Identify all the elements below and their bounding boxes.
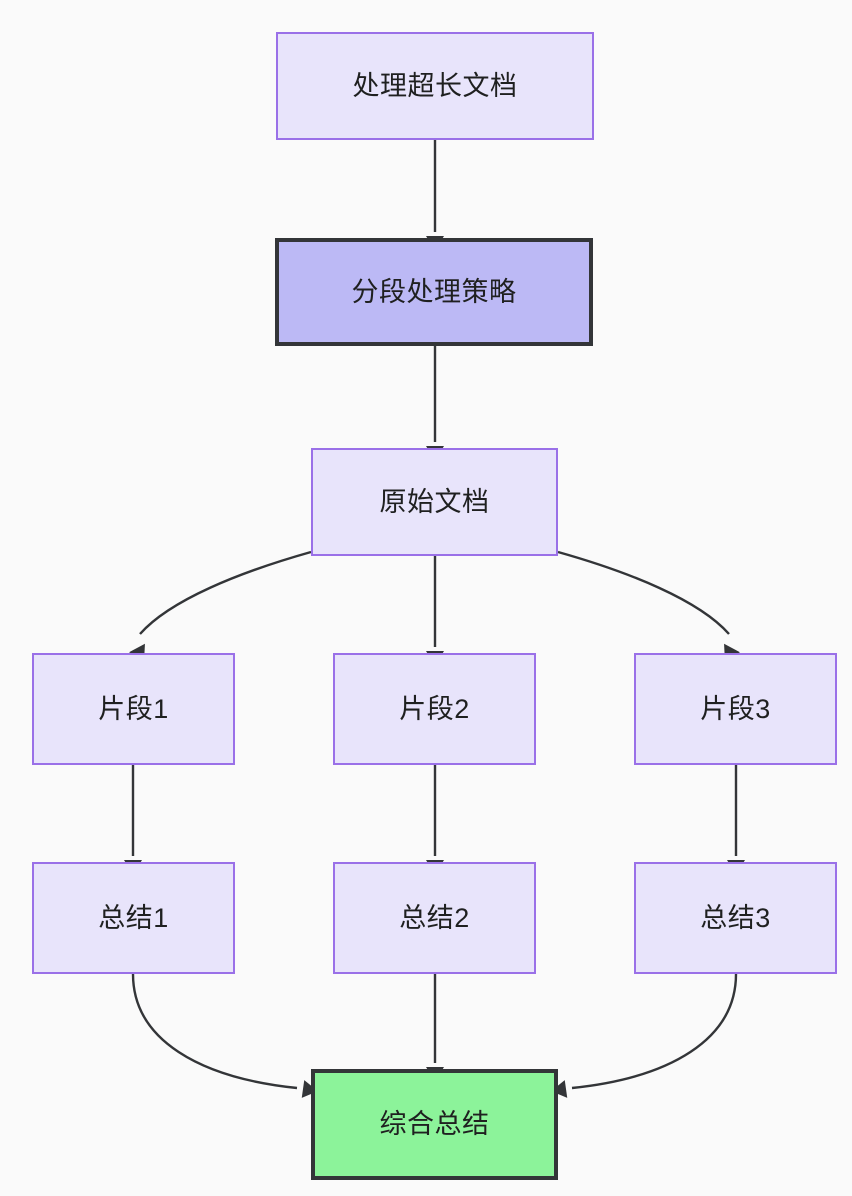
edge-sum3-to-final [571, 973, 738, 1090]
node-label-sum1: 总结1 [98, 902, 169, 933]
node-doc[interactable]: 处理超长文档 [276, 32, 594, 140]
node-source[interactable]: 原始文档 [311, 448, 558, 556]
node-label-sum2: 总结2 [399, 902, 470, 933]
node-strategy[interactable]: 分段处理策略 [275, 238, 593, 346]
node-final[interactable]: 综合总结 [311, 1069, 558, 1180]
edge-source-to-frag1 [139, 550, 312, 635]
node-frag1[interactable]: 片段1 [32, 653, 235, 765]
node-label-strategy: 分段处理策略 [351, 276, 517, 307]
node-frag3[interactable]: 片段3 [634, 653, 837, 765]
edge-sum1-to-final [131, 973, 298, 1090]
node-frag2[interactable]: 片段2 [333, 653, 536, 765]
node-label-doc: 处理超长文档 [352, 70, 518, 101]
node-sum3[interactable]: 总结3 [634, 862, 837, 974]
node-sum1[interactable]: 总结1 [32, 862, 235, 974]
node-label-frag2: 片段2 [399, 693, 470, 724]
edge-source-to-frag3 [557, 550, 730, 635]
node-label-sum3: 总结3 [700, 902, 771, 933]
node-label-final: 综合总结 [379, 1109, 490, 1140]
node-label-source: 原始文档 [379, 486, 490, 517]
node-label-frag1: 片段1 [98, 693, 169, 724]
node-label-frag3: 片段3 [700, 693, 771, 724]
node-sum2[interactable]: 总结2 [333, 862, 536, 974]
